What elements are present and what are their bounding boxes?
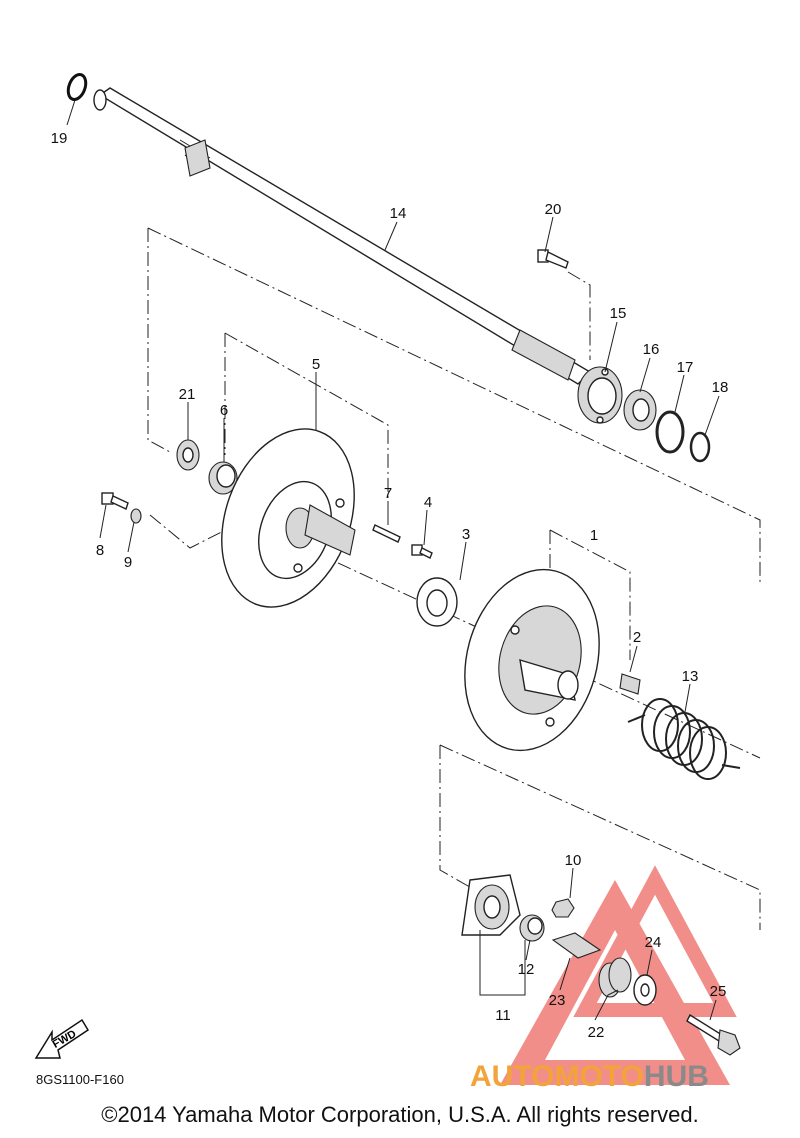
- copyright-notice: ©2014 Yamaha Motor Corporation, U.S.A. A…: [101, 1102, 699, 1127]
- bolt-part-20: [537, 249, 569, 269]
- callout-7: 7: [384, 485, 392, 502]
- assembly-lines: [147, 227, 761, 930]
- callout-12: 12: [518, 961, 535, 978]
- watermark-part1: AUTOMOTO: [470, 1060, 644, 1093]
- callout-20: 20: [545, 201, 562, 218]
- bolt-part-8: [101, 492, 129, 510]
- callout-1: 1: [590, 527, 598, 544]
- leader-lines: [66, 99, 720, 1021]
- callout-21: 21: [179, 386, 196, 403]
- callout-3: 3: [462, 526, 470, 543]
- diagram-code: 8GS1100-F160: [36, 1072, 124, 1087]
- callout-25: 25: [710, 983, 727, 1000]
- watermark-text: AUTOMOTOHUB: [470, 1060, 709, 1093]
- washer-part-24: [633, 974, 657, 1006]
- callout-10: 10: [565, 852, 582, 869]
- bushing-part-22: [598, 957, 632, 998]
- callout-labels: 19 14 20 15 16 17 18 21 6 5 7 4 3 1 8 9 …: [51, 130, 729, 1041]
- sheave-part-1: [464, 568, 600, 752]
- shaft-part-14: [93, 87, 592, 385]
- callout-16: 16: [643, 341, 660, 358]
- nut-part-10: [551, 898, 575, 918]
- callout-9: 9: [124, 554, 132, 571]
- callout-2: 2: [633, 629, 641, 646]
- svg-text:AUTOMOTOHUB: AUTOMOTOHUB: [470, 1060, 709, 1093]
- callout-24: 24: [645, 934, 662, 951]
- callout-4: 4: [424, 494, 432, 511]
- cam-part-11: [461, 874, 521, 936]
- o-ring-icon: [66, 72, 88, 102]
- bearing-part-6: [208, 461, 238, 495]
- sheave-part-5: [221, 428, 356, 608]
- callout-5: 5: [312, 356, 320, 373]
- bearing-housing-part-15: [577, 366, 623, 424]
- bolt-part-25: [686, 1013, 741, 1056]
- circlip-part-18: [689, 431, 711, 463]
- callout-6: 6: [220, 402, 228, 419]
- callout-23: 23: [549, 992, 566, 1009]
- fwd-label: FWD: [51, 1028, 79, 1051]
- callout-19: 19: [51, 130, 68, 147]
- callout-14: 14: [390, 205, 407, 222]
- callout-15: 15: [610, 305, 627, 322]
- callout-11: 11: [495, 1007, 511, 1024]
- slider-part-2: [619, 673, 641, 695]
- bearing-part-12: [519, 914, 545, 942]
- callout-8: 8: [96, 542, 104, 559]
- callout-22: 22: [588, 1024, 605, 1041]
- spring-part-13: [627, 698, 741, 780]
- pin-part-7: [372, 524, 401, 543]
- callout-13: 13: [682, 668, 699, 685]
- washer-part-9: [130, 508, 142, 524]
- watermark-part2: HUB: [644, 1060, 709, 1093]
- fwd-arrow-icon: FWD: [34, 1018, 90, 1059]
- circlip-part-17: [655, 410, 685, 454]
- collar-part-23: [551, 932, 602, 959]
- bearing-part-16: [623, 389, 657, 431]
- gasket-part-3: [416, 577, 458, 627]
- bolt-part-4: [411, 544, 433, 559]
- washer-part-21: [176, 439, 200, 471]
- callout-18: 18: [712, 379, 729, 396]
- callout-17: 17: [677, 359, 694, 376]
